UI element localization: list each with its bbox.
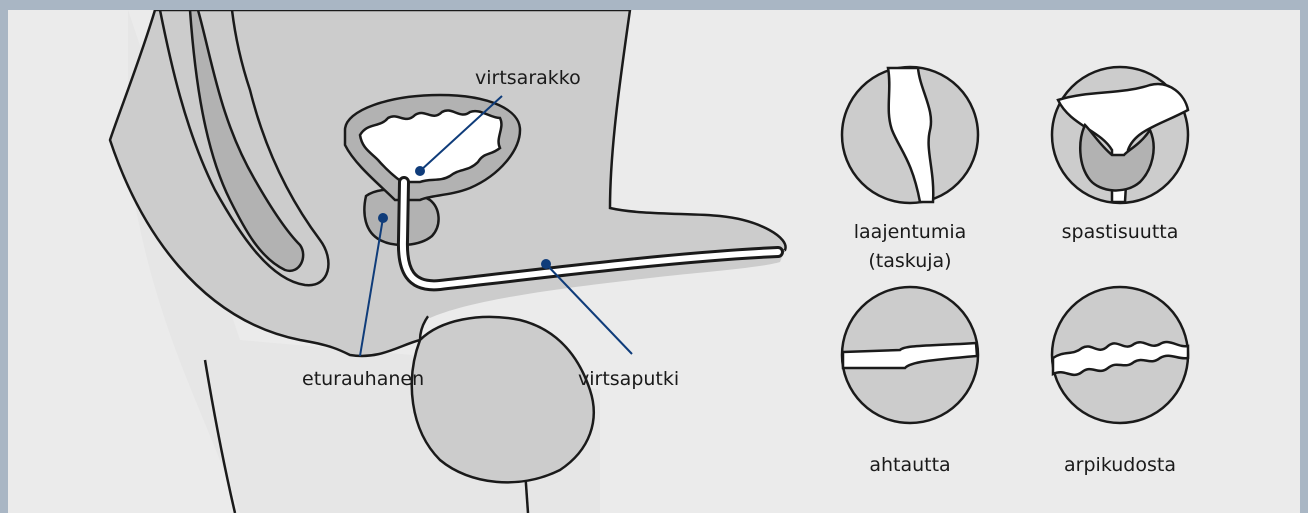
condition-narrowing-label: ahtautta [869,454,950,476]
condition-pockets-sublabel: (taskuja) [868,250,951,272]
condition-pockets-circle [842,67,978,203]
condition-scarring-label: arpikudosta [1064,454,1176,476]
prostate-label: eturauhanen [302,368,424,390]
bladder-label: virtsarakko [475,67,581,89]
condition-spasm-circle [1052,67,1188,203]
anatomy-diagram: virtsarakko eturauhanen virtsaputki laaj… [8,10,1300,513]
condition-narrowing-circle [842,287,978,423]
illustration-frame: virtsarakko eturauhanen virtsaputki laaj… [8,10,1300,513]
condition-pockets-label: laajentumia [854,221,967,243]
scrotum [412,317,594,482]
urethra-label: virtsaputki [578,368,679,390]
condition-scarring-circle [1052,287,1188,423]
condition-spasm-label: spastisuutta [1062,221,1179,243]
